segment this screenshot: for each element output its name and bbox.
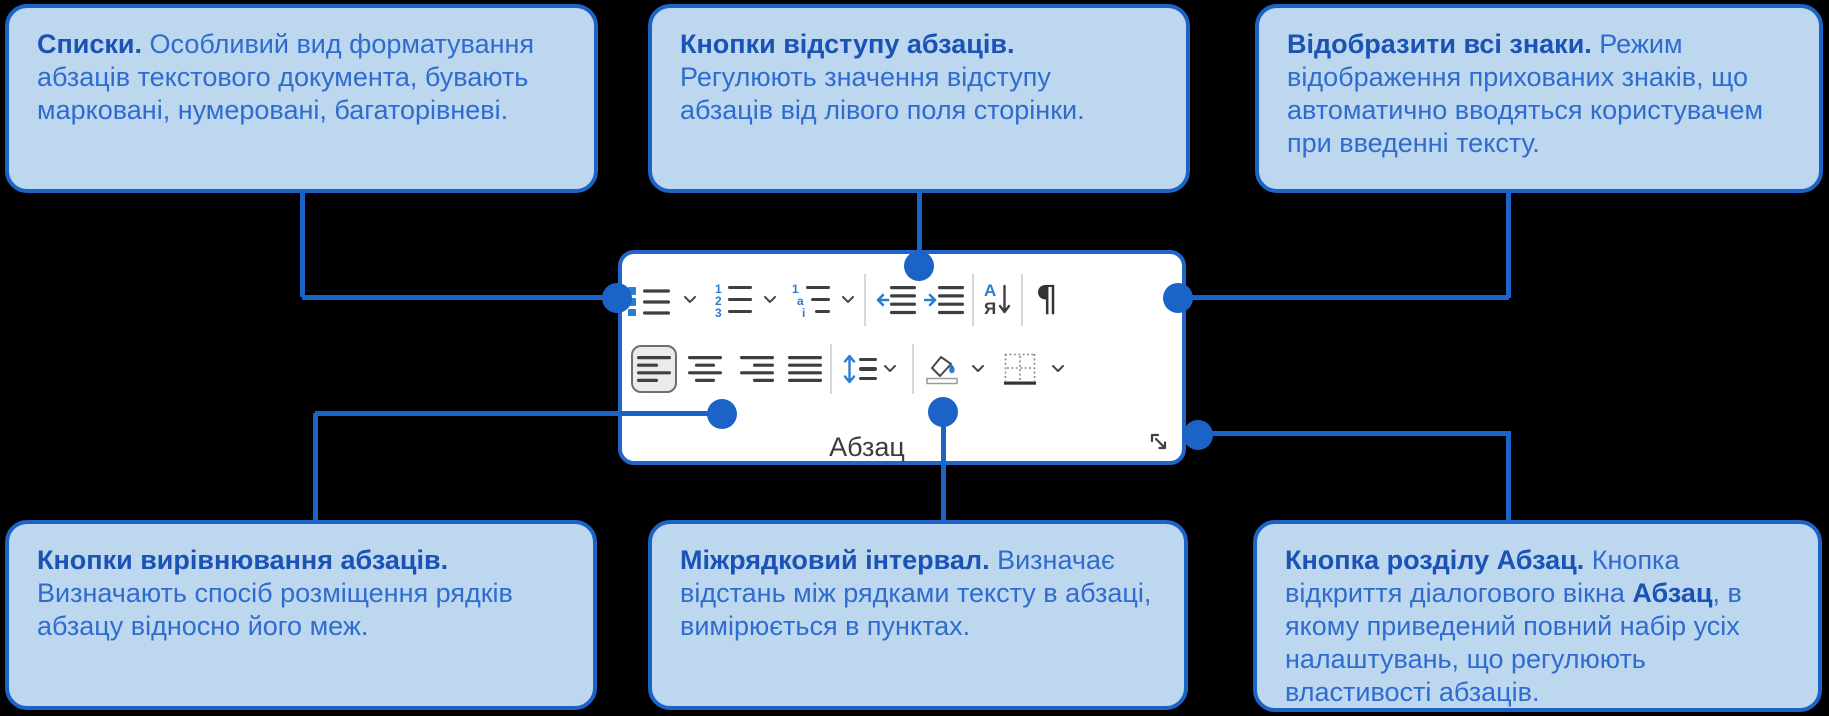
separator: [830, 344, 832, 394]
callout-body: Визначає відстань між рядками тексту в а…: [680, 545, 1152, 641]
bottom-border-icon: [1004, 353, 1036, 385]
shading-dropdown-button[interactable]: [972, 365, 984, 373]
connector-dot: [707, 399, 737, 429]
align-right-icon: [740, 356, 774, 382]
pilcrow-icon: ¶: [1035, 279, 1059, 320]
callout-paragraph-dialog: Кнопка розділу Абзац. Кнопка відкриття д…: [1253, 520, 1822, 712]
borders-button[interactable]: [1004, 353, 1036, 385]
multilevel-list-icon: 1 a i: [792, 282, 830, 319]
numbering-dropdown-button[interactable]: [764, 296, 776, 304]
callout-text: Міжрядковий інтервал. Визначає відстань …: [680, 544, 1156, 643]
paragraph-group-label: Абзац: [829, 432, 905, 462]
align-right-button[interactable]: [740, 356, 774, 382]
shading-button[interactable]: [925, 353, 959, 385]
callout-body: Визначають спосіб розміщення рядків абза…: [37, 577, 513, 641]
connector-line: [917, 191, 922, 268]
chevron-down-icon: [1052, 365, 1064, 372]
connector-dot: [1183, 420, 1213, 450]
callout-title: Міжрядковий інтервал.: [680, 545, 990, 575]
align-left-icon: [637, 356, 671, 382]
bullets-icon: [628, 287, 670, 316]
callout-body: Регулюють значення відступу абзаців від …: [680, 61, 1085, 125]
align-left-button-selected[interactable]: [631, 345, 677, 393]
connector-line: [941, 414, 946, 520]
connector-line: [1506, 191, 1511, 298]
separator: [1021, 274, 1024, 326]
line-spacing-dropdown-button[interactable]: [884, 365, 896, 373]
numbering-button[interactable]: 1 2 3: [714, 282, 752, 319]
decrease-indent-button[interactable]: [876, 285, 916, 315]
sort-arrow-down-icon: [999, 284, 1011, 314]
line-spacing-icon: [843, 354, 877, 384]
dialog-launcher-button[interactable]: [1148, 431, 1170, 453]
connector-dot: [602, 283, 632, 313]
increase-indent-icon: [924, 286, 964, 315]
shading-bucket-icon: [926, 356, 958, 385]
connector-line: [300, 191, 305, 297]
toolbar-row-1: 1 2 3 1 a i: [628, 274, 1058, 326]
callout-title: Кнопки вирівнювання абзаців.: [37, 545, 449, 575]
connector-line: [1506, 433, 1511, 520]
callout-title: Відобразити всі знаки.: [1287, 29, 1592, 59]
numbering-icon: 1 2 3: [714, 282, 752, 319]
align-center-button[interactable]: [688, 356, 722, 382]
multilevel-list-button[interactable]: 1 a i: [792, 282, 830, 319]
borders-dropdown-button[interactable]: [1052, 365, 1064, 373]
callout-body: Кнопка відкриття діалогового вікна Абзац…: [1285, 545, 1742, 707]
align-center-icon: [688, 356, 722, 382]
show-formatting-marks-button[interactable]: ¶: [1035, 282, 1058, 318]
vertical-double-arrow-icon: [843, 354, 856, 384]
chevron-down-icon: [884, 365, 896, 372]
multilevel-dropdown-button[interactable]: [842, 296, 854, 304]
separator: [912, 344, 914, 394]
connector-dot: [928, 397, 958, 427]
connector-line: [313, 413, 318, 520]
justify-button[interactable]: [788, 356, 822, 382]
separator: [972, 274, 974, 326]
callout-title: Списки.: [37, 29, 143, 59]
callout-text: Списки. Особливий вид форматування абзац…: [37, 28, 566, 127]
callout-line-spacing: Міжрядковий інтервал. Визначає відстань …: [648, 520, 1188, 710]
bullets-dropdown-button[interactable]: [684, 296, 696, 304]
connector-dot: [904, 251, 934, 281]
line-spacing-button[interactable]: [843, 354, 877, 384]
justify-icon: [788, 356, 822, 382]
paragraph-group-panel: 1 2 3 1 a i: [618, 250, 1186, 465]
chevron-down-icon: [972, 365, 984, 372]
callout-body: Особливий вид форматування абзаців текст…: [37, 29, 535, 125]
callout-text: Кнопки відступу абзаців. Регулюють значе…: [680, 28, 1146, 127]
chevron-down-icon: [764, 296, 776, 303]
connector-line: [302, 295, 622, 300]
toolbar-row-2: [631, 344, 1064, 394]
callout-title: Кнопки відступу абзаців.: [680, 29, 1015, 59]
dialog-launcher-icon: [1150, 433, 1167, 450]
chevron-down-icon: [684, 296, 696, 303]
connector-line: [1205, 431, 1511, 436]
callout-indent-buttons: Кнопки відступу абзаців. Регулюють значе…: [648, 4, 1190, 193]
increase-indent-button[interactable]: [924, 285, 964, 315]
callout-text: Кнопка розділу Абзац. Кнопка відкриття д…: [1285, 544, 1790, 709]
callout-title: Кнопка розділу Абзац.: [1285, 545, 1585, 575]
chevron-down-icon: [842, 296, 854, 303]
callout-body: Режим відображення прихованих знаків, що…: [1287, 29, 1764, 158]
separator: [864, 274, 866, 326]
bullets-button[interactable]: [628, 284, 670, 316]
callout-text: Кнопки вирівнювання абзаців. Визначають …: [37, 544, 565, 643]
decrease-indent-icon: [876, 286, 916, 315]
connector-line: [315, 411, 709, 416]
callout-lists: Списки. Особливий вид форматування абзац…: [5, 4, 598, 193]
callout-alignment-buttons: Кнопки вирівнювання абзаців. Визначають …: [5, 520, 597, 710]
callout-text: Відобразити всі знаки. Режим відображенн…: [1287, 28, 1791, 160]
connector-dot: [1163, 283, 1193, 313]
callout-show-all-marks: Відобразити всі знаки. Режим відображенн…: [1255, 4, 1823, 193]
connector-line: [1181, 295, 1509, 300]
